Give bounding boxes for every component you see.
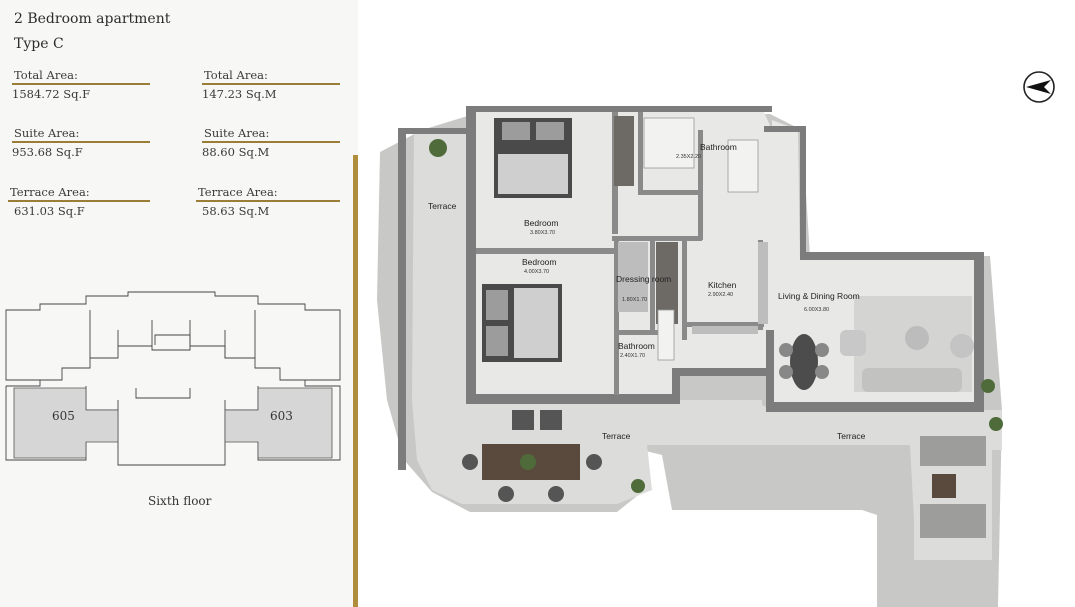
unit-605-label: 605 [52, 409, 75, 423]
total-area-sqf: Total Area: 1584.72 Sq.F [12, 68, 150, 101]
right-terrace-floor [662, 400, 1002, 560]
room-name: Bedroom [524, 218, 559, 228]
suite-area-sqf: Suite Area: 953.68 Sq.F [12, 126, 150, 159]
wardrobe [614, 116, 634, 186]
shower-1 [727, 139, 759, 193]
terrace-side-table [932, 474, 956, 498]
plant [631, 479, 645, 493]
room-name: Bedroom [522, 257, 557, 267]
area-rule [12, 83, 150, 85]
floor-label: Sixth floor [148, 494, 212, 508]
area-label: Total Area: [204, 68, 268, 82]
floor-key-plan: 605 603 [5, 291, 341, 466]
room-dims: 3.80X3.70 [530, 230, 555, 236]
total-area-sqm: Total Area: 147.23 Sq.M [202, 68, 340, 101]
unit-603-label: 603 [270, 409, 293, 423]
apartment-type: Type C [14, 36, 64, 52]
area-rule [196, 200, 340, 202]
area-label: Terrace Area: [198, 185, 278, 199]
kitchen-worktop [692, 326, 758, 334]
plant [520, 454, 536, 470]
area-rule [8, 200, 150, 202]
terrace-area-sqf: Terrace Area: 631.03 Sq.F [8, 185, 150, 218]
room-name: Living & Dining Room [778, 291, 860, 301]
room-name: Dressing room [616, 274, 671, 284]
area-value: 953.68 Sq.F [12, 145, 83, 159]
interior-floor [476, 112, 974, 402]
plant [989, 417, 1003, 431]
area-rule [202, 141, 340, 143]
terrace-area-sqm: Terrace Area: 58.63 Sq.M [196, 185, 340, 218]
ottoman [840, 330, 866, 356]
area-value: 631.03 Sq.F [14, 204, 85, 218]
sofa [862, 368, 962, 392]
area-value: 147.23 Sq.M [202, 87, 277, 101]
room-name: Terrace [428, 201, 457, 211]
area-label: Terrace Area: [10, 185, 90, 199]
plant [429, 139, 447, 157]
area-rule [202, 83, 340, 85]
left-terrace-floor [412, 128, 662, 504]
kitchen-island [758, 242, 768, 324]
room-name: Bathroom [700, 142, 737, 152]
suite-area-sqm: Suite Area: 88.60 Sq.M [202, 126, 340, 159]
room-dims: 6.00X3.80 [804, 307, 829, 313]
area-rule [12, 141, 150, 143]
room-dims: 4.00X3.70 [524, 269, 549, 275]
dining-table [790, 334, 818, 390]
area-label: Suite Area: [204, 126, 270, 140]
bathroom-fixtures-2 [657, 309, 675, 361]
room-dims: 2.35X2.20 [676, 154, 701, 160]
apartment-floor-plan: Terrace Bedroom 3.80X3.70 Bathroom 2.35X… [377, 106, 1003, 607]
area-value: 1584.72 Sq.F [12, 87, 91, 101]
room-name: Terrace [602, 431, 631, 441]
area-value: 88.60 Sq.M [202, 145, 270, 159]
info-panel: 2 Bedroom apartment Type C Total Area: 1… [0, 0, 358, 607]
terrace-sofa-2 [920, 504, 986, 538]
room-dims: 1.80X1.70 [622, 297, 647, 303]
north-arrow-icon [1023, 71, 1055, 103]
divider-bar [353, 155, 358, 607]
apartment-title: 2 Bedroom apartment [14, 11, 171, 27]
room-name: Terrace [837, 431, 866, 441]
area-value: 58.63 Sq.M [202, 204, 270, 218]
area-label: Suite Area: [14, 126, 80, 140]
terrace-sofa-1 [920, 436, 986, 466]
area-label: Total Area: [14, 68, 78, 82]
kitchen-counter [656, 242, 678, 324]
room-name: Kitchen [708, 280, 737, 290]
room-dims: 2.40X1.70 [620, 353, 645, 359]
armchair [950, 334, 974, 358]
dressing-shelves [618, 242, 648, 312]
room-dims: 2.90X2.40 [708, 292, 733, 298]
bathroom-fixtures-1 [643, 117, 695, 169]
coffee-table [905, 326, 929, 350]
room-name: Bathroom [618, 341, 655, 351]
plant [981, 379, 995, 393]
